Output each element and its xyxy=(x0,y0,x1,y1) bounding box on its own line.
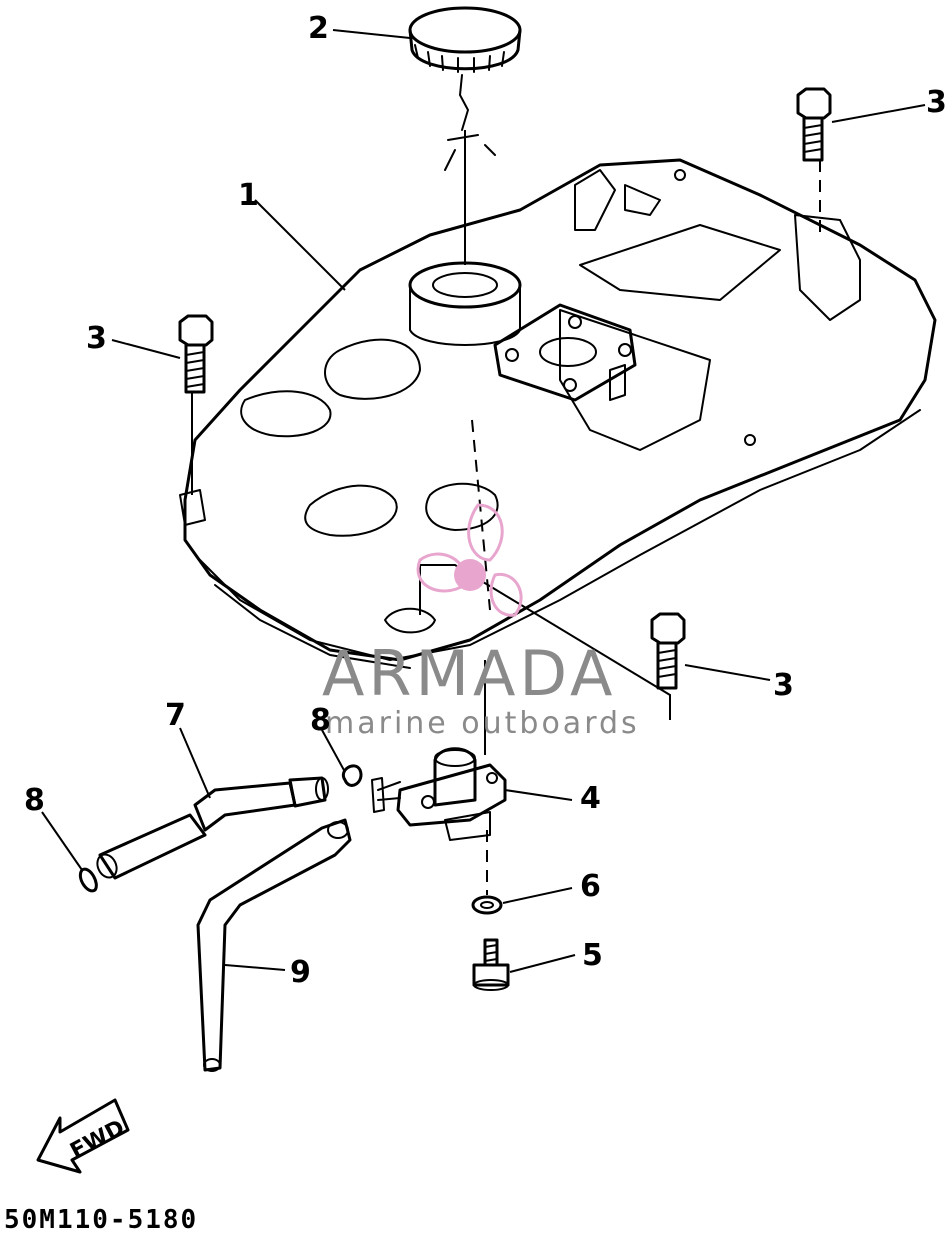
callout-3-top-right: 3 xyxy=(926,85,947,120)
bolt-top-right xyxy=(796,87,832,162)
armada-watermark: ARMADA marine outboards xyxy=(322,503,640,741)
drain-hose xyxy=(196,818,352,1072)
callout-3-left: 3 xyxy=(86,321,107,356)
screw xyxy=(472,938,510,991)
watermark-tagline: marine outboards xyxy=(325,706,640,741)
bolt-left xyxy=(178,314,214,394)
fuel-cock xyxy=(371,747,507,841)
callout-5: 5 xyxy=(582,938,603,973)
callout-8-left: 8 xyxy=(24,783,45,818)
washer xyxy=(471,895,503,915)
callout-leaders xyxy=(41,29,926,973)
clip-upper xyxy=(341,764,363,787)
watermark-brand: ARMADA xyxy=(322,637,616,710)
fuel-cap xyxy=(408,6,522,171)
assembly-lines xyxy=(191,130,821,895)
armada-propeller-logo xyxy=(416,503,523,617)
callout-numbers: 2 1 3 3 3 4 6 5 7 8 8 9 xyxy=(24,11,947,990)
bolt-lower-right xyxy=(650,612,686,690)
callout-4: 4 xyxy=(580,781,601,816)
callout-8-upper: 8 xyxy=(310,703,331,738)
fuel-hose xyxy=(96,776,329,880)
callout-3-lower-right: 3 xyxy=(773,668,794,703)
fwd-arrow: FWD xyxy=(36,1098,130,1174)
callout-2: 2 xyxy=(308,11,329,46)
callout-9: 9 xyxy=(290,955,311,990)
callout-6: 6 xyxy=(580,869,601,904)
diagram-code: 50M110-5180 xyxy=(4,1205,198,1233)
callout-7: 7 xyxy=(165,698,186,733)
callout-1: 1 xyxy=(238,178,259,213)
fuel-tank xyxy=(179,158,937,669)
clip-left xyxy=(79,867,98,893)
